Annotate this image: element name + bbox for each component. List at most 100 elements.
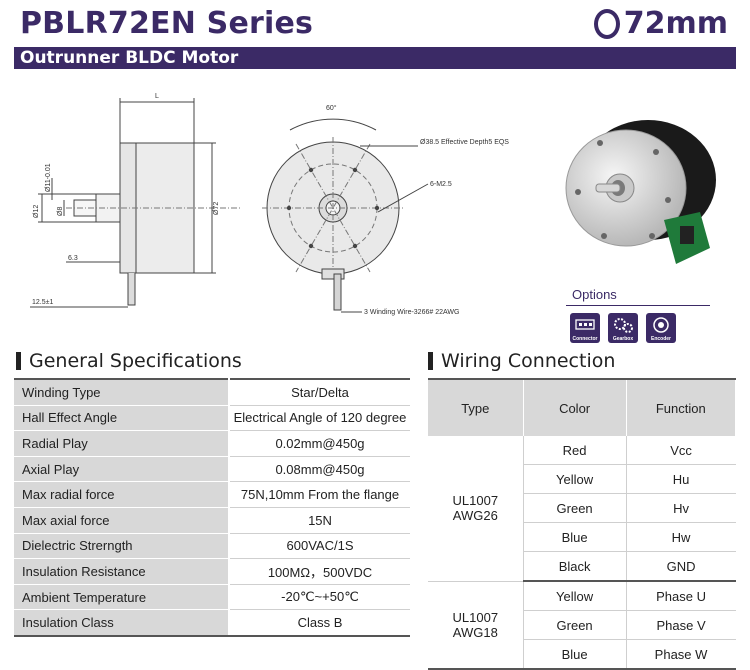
general-spec-title-text: General Specifications bbox=[29, 350, 242, 372]
option-encoder[interactable]: Encoder bbox=[646, 313, 676, 343]
spec-value: 600VAC/1S bbox=[229, 533, 410, 560]
option-gearbox[interactable]: Gearbox bbox=[608, 313, 638, 343]
spec-label: Insulation Class bbox=[14, 609, 230, 637]
spec-label: Hall Effect Angle bbox=[14, 405, 230, 432]
spec-label: Max axial force bbox=[14, 507, 230, 534]
spec-label: Winding Type bbox=[14, 377, 230, 406]
header-type: Type bbox=[428, 378, 524, 436]
page-title: PBLR72EN Series bbox=[20, 6, 314, 41]
subtitle-banner: Outrunner BLDC Motor bbox=[14, 47, 736, 69]
wiring-title: Wiring Connection bbox=[428, 350, 615, 372]
motor-size-value: 72mm bbox=[623, 6, 728, 41]
option-connector-label: Connector bbox=[572, 336, 598, 342]
diameter-ring-icon bbox=[593, 8, 620, 39]
spec-value: 0.02mm@450g bbox=[229, 430, 410, 457]
table-row: Ambient Temperature-20℃~+50℃ bbox=[14, 584, 410, 611]
spec-value: Electrical Angle of 120 degree bbox=[229, 405, 410, 432]
wire-type-line1: UL1007 bbox=[452, 493, 499, 509]
wire-color: Blue bbox=[523, 639, 627, 670]
options-divider bbox=[566, 305, 710, 306]
connector-icon bbox=[575, 319, 595, 330]
header-function: Function bbox=[626, 378, 737, 436]
options-title: Options bbox=[572, 287, 617, 302]
option-encoder-label: Encoder bbox=[650, 336, 671, 342]
spec-label: Radial Play bbox=[14, 430, 230, 457]
spec-label: Dielectric Strerngth bbox=[14, 533, 230, 560]
wire-function: Phase U bbox=[626, 581, 736, 611]
wire-function: Hu bbox=[626, 464, 736, 494]
note-wire: 3 Winding Wire-3266# 22AWG bbox=[364, 309, 459, 316]
dim-6-3: 6.3 bbox=[68, 255, 78, 262]
wire-type-line2: AWG26 bbox=[452, 508, 498, 524]
encoder-icon bbox=[653, 317, 669, 333]
wire-function: Hv bbox=[626, 493, 736, 523]
dim-length: L bbox=[155, 93, 159, 100]
technical-drawing: L Ø72 Ø12 Ø8 Ø11-0.01 6.3 12.5±1 60° Ø38… bbox=[30, 93, 509, 316]
wire-function: GND bbox=[626, 551, 736, 582]
subtitle: Outrunner BLDC Motor bbox=[20, 48, 239, 68]
wire-type-line2: AWG18 bbox=[452, 624, 498, 640]
spec-value: 75N,10mm From the flange bbox=[229, 481, 410, 508]
option-gearbox-label: Gearbox bbox=[612, 336, 634, 342]
spec-value: Class B bbox=[229, 609, 410, 637]
general-spec-title: General Specifications bbox=[16, 350, 242, 372]
spec-value: 15N bbox=[229, 507, 410, 534]
wire-function: Phase V bbox=[626, 610, 736, 640]
wire-color: Black bbox=[523, 551, 627, 582]
wire-function: Phase W bbox=[626, 639, 736, 670]
dim-angle: 60° bbox=[326, 104, 337, 112]
table-header-row: Type Color Function bbox=[428, 378, 737, 436]
option-connector[interactable]: Connector bbox=[570, 313, 600, 343]
wiring-title-text: Wiring Connection bbox=[441, 350, 616, 372]
side-view bbox=[30, 98, 240, 308]
note-m25: 6-M2.5 bbox=[430, 181, 452, 188]
spec-label: Ambient Temperature bbox=[14, 584, 230, 611]
spec-value: -20℃~+50℃ bbox=[229, 584, 410, 611]
product-photo bbox=[565, 120, 716, 264]
spec-value: 0.08mm@450g bbox=[229, 456, 410, 483]
spec-label: Max radial force bbox=[14, 481, 230, 508]
spec-label: Axial Play bbox=[14, 456, 230, 483]
dim-d8: Ø8 bbox=[57, 207, 64, 216]
dim-d12: Ø12 bbox=[33, 205, 40, 218]
spec-value: Star/Delta bbox=[229, 377, 410, 406]
note-depth: Ø38.5 Effective Depth5 EQS bbox=[420, 139, 509, 146]
motor-size: 72mm bbox=[593, 6, 728, 41]
wire-color: Red bbox=[523, 436, 627, 465]
options-list: Connector Gearbox Encoder bbox=[570, 313, 676, 343]
dim-12-5: 12.5±1 bbox=[32, 299, 53, 306]
header-color: Color bbox=[523, 378, 627, 436]
wire-function: Hw bbox=[626, 522, 736, 552]
spec-value: 100MΩ，500VDC bbox=[229, 558, 410, 585]
wire-color: Blue bbox=[523, 522, 627, 552]
front-view bbox=[262, 118, 429, 313]
section-marker bbox=[16, 352, 21, 370]
wire-color: Green bbox=[523, 493, 627, 523]
wire-color: Yellow bbox=[523, 464, 627, 494]
gearbox-icon bbox=[614, 318, 633, 333]
wire-color: Green bbox=[523, 610, 627, 640]
wire-color: Yellow bbox=[523, 581, 627, 611]
dim-shaft-tolerance: Ø11-0.01 bbox=[45, 163, 52, 192]
